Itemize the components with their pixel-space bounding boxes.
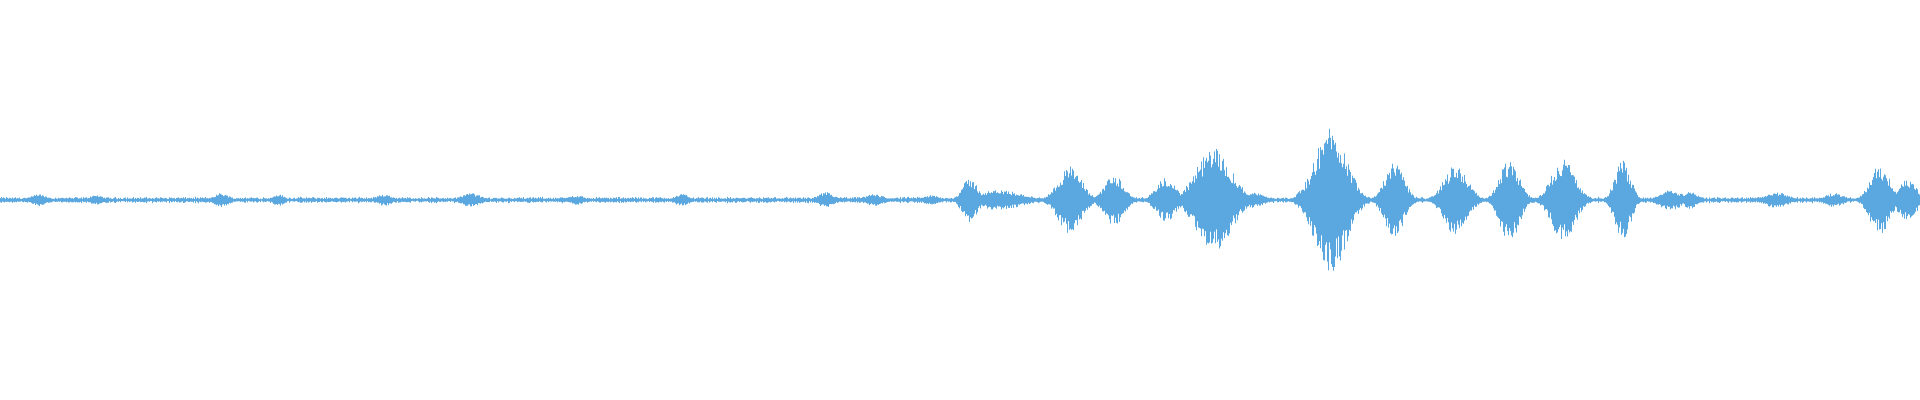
waveform-trace: [0, 128, 1920, 271]
